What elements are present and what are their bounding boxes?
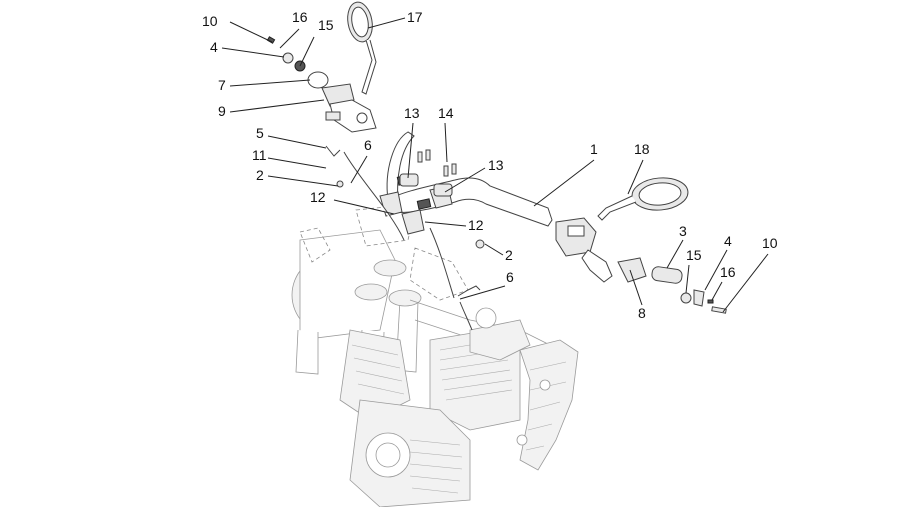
callout-4: 4 <box>724 233 732 249</box>
callout-10: 10 <box>762 235 778 251</box>
leader-line-16 <box>279 28 300 49</box>
leader-line-13 <box>407 122 414 179</box>
callout-2: 2 <box>256 167 264 183</box>
callout-8: 8 <box>638 305 646 321</box>
callout-labels: 10 16 17 4 15 7 9 13 14 5 6 11 13 2 1 18 12 12 3 4 10 2 16 15 6 8 <box>202 9 778 321</box>
callout-2: 2 <box>505 247 513 263</box>
leader-line-8 <box>629 269 643 306</box>
callout-6: 6 <box>506 269 514 285</box>
callout-6: 6 <box>364 137 372 153</box>
leader-line-9 <box>229 99 325 113</box>
leader-line-3 <box>666 239 684 269</box>
callout-18: 18 <box>634 141 650 157</box>
leader-line-6 <box>459 285 506 300</box>
callout-11: 11 <box>252 147 267 163</box>
leader-line-15 <box>299 36 315 67</box>
leader-line-10 <box>229 21 273 43</box>
callout-4: 4 <box>210 39 218 55</box>
callout-1: 1 <box>590 141 598 157</box>
callout-16: 16 <box>292 9 308 25</box>
riser-bolts[interactable] <box>417 149 457 177</box>
leader-line-13 <box>444 167 486 193</box>
callout-15: 15 <box>318 17 334 33</box>
right-mirror[interactable] <box>597 176 689 221</box>
engine-assembly <box>291 205 579 507</box>
leader-line-1 <box>533 159 595 207</box>
leader-line-7 <box>229 79 311 87</box>
leader-line-14 <box>444 122 448 163</box>
callout-12: 12 <box>310 189 326 205</box>
leader-line-15 <box>685 264 690 294</box>
callout-13: 13 <box>488 157 504 173</box>
leader-line-2 <box>484 243 504 256</box>
handlebar[interactable] <box>379 131 553 235</box>
callout-5: 5 <box>256 125 264 141</box>
leader-line-10 <box>722 253 769 313</box>
callout-14: 14 <box>438 105 454 121</box>
left-mirror[interactable] <box>345 0 377 95</box>
throttle-cable[interactable] <box>429 227 485 331</box>
callout-12: 12 <box>468 217 484 233</box>
leader-line-12 <box>424 221 467 227</box>
leader-line-4 <box>704 249 728 291</box>
callout-13: 13 <box>404 105 420 121</box>
leader-line-5 <box>267 135 327 149</box>
right-control-cluster[interactable] <box>555 217 727 314</box>
callout-17: 17 <box>407 9 423 25</box>
clutch-cable[interactable] <box>325 145 405 241</box>
leader-line-6 <box>350 155 368 184</box>
leader-line-2 <box>267 175 339 187</box>
leader-line-12 <box>333 199 395 215</box>
callout-3: 3 <box>679 223 687 239</box>
leader-line-11 <box>267 157 327 169</box>
callout-15: 15 <box>686 247 702 263</box>
callout-9: 9 <box>218 103 226 119</box>
leader-line-18 <box>627 159 644 195</box>
leader-line-17 <box>367 17 406 29</box>
left-control-cluster[interactable] <box>266 36 377 133</box>
callout-7: 7 <box>218 77 226 93</box>
callout-10: 10 <box>202 13 218 29</box>
leader-line-16 <box>711 281 723 301</box>
callout-16: 16 <box>720 264 736 280</box>
leader-line-4 <box>221 47 285 58</box>
